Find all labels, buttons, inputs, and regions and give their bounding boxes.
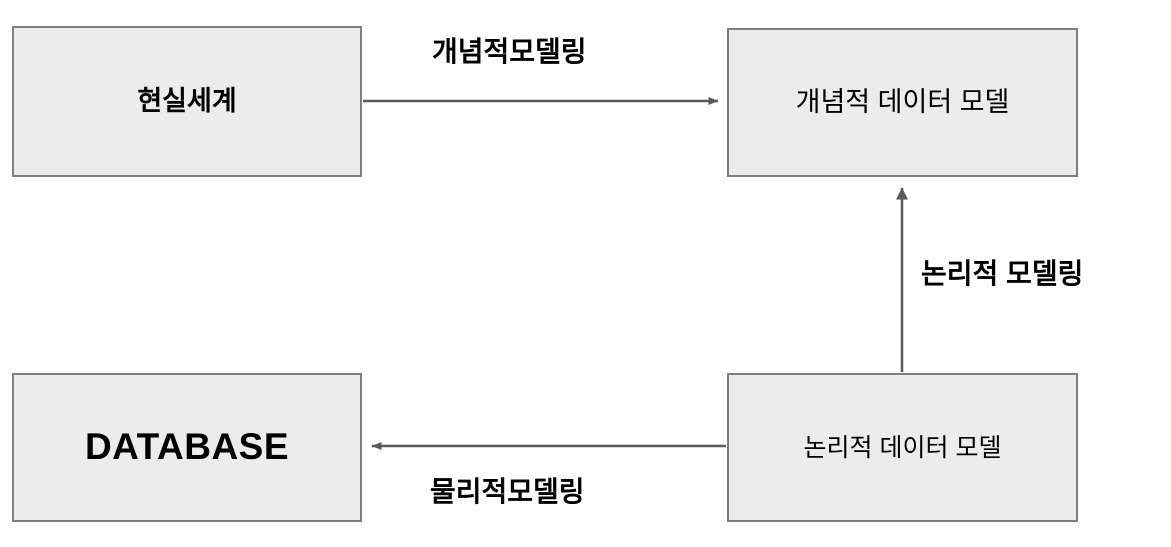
- node-conceptual-data-model-label: 개념적 데이터 모델: [795, 87, 1010, 118]
- edge-label-logical-modeling: 논리적 모델링: [921, 258, 1084, 289]
- node-logical-data-model[interactable]: 논리적 데이터 모델: [727, 373, 1078, 522]
- node-database[interactable]: DATABASE: [12, 373, 362, 522]
- node-logical-data-model-label: 논리적 데이터 모델: [803, 433, 1002, 462]
- node-real-world[interactable]: 현실세계: [12, 26, 362, 177]
- edge-label-conceptual-modeling: 개념적모델링: [432, 36, 587, 67]
- node-real-world-label: 현실세계: [137, 86, 237, 117]
- node-database-label: DATABASE: [84, 426, 290, 468]
- edge-label-physical-modeling: 물리적모델링: [430, 476, 585, 507]
- node-conceptual-data-model[interactable]: 개념적 데이터 모델: [727, 28, 1078, 177]
